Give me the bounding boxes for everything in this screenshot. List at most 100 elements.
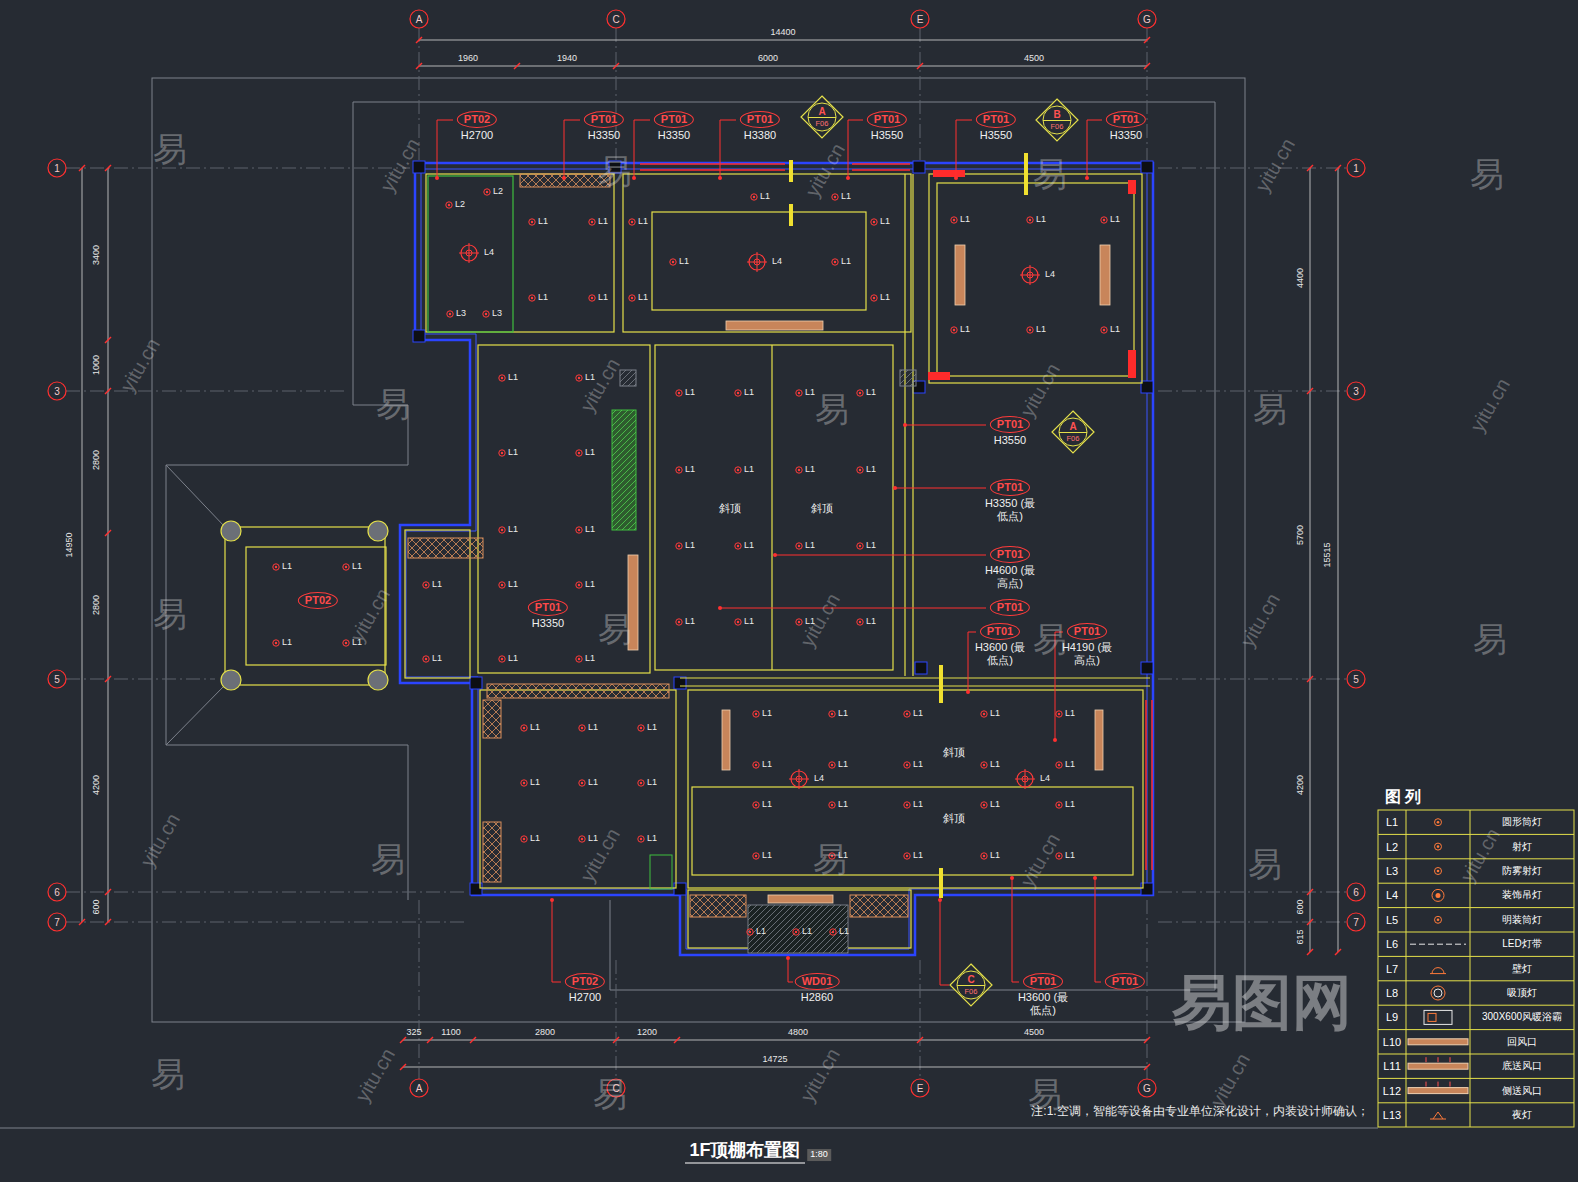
watermark: yitu.cn: [136, 809, 184, 870]
material-code: PT02: [298, 592, 338, 609]
downlight-symbol: [737, 545, 739, 547]
downlight-symbol: [796, 543, 802, 549]
downlight-symbol: [981, 802, 987, 808]
downlight-symbol: [859, 545, 861, 547]
watermark: yitu.cn: [796, 589, 844, 650]
downlight-symbol: [1103, 329, 1105, 331]
lamp-code: L1: [585, 525, 595, 535]
slope-note: 斜顶: [943, 746, 965, 758]
downlight-symbol: [640, 727, 642, 729]
slope-note: 斜顶: [719, 502, 741, 514]
dimension-tick: [105, 676, 111, 682]
leader-line: [1012, 878, 1019, 982]
axis-label: 1: [54, 163, 60, 174]
lamp-code: L1: [805, 388, 815, 398]
downlight-symbol: [857, 390, 863, 396]
watermark: 易: [593, 1076, 627, 1113]
ceiling-height: H3350: [588, 129, 620, 142]
ceiling-callout: PT01H4600 (最高点): [983, 546, 1037, 591]
axis-bubble: [48, 159, 66, 177]
watermark: 易: [153, 131, 187, 168]
dimension-tick: [1335, 949, 1341, 955]
downlight-symbol: [529, 295, 535, 301]
axis-bubble: [410, 10, 428, 28]
dimension: 600: [1296, 899, 1306, 914]
downlight-symbol: [578, 658, 580, 660]
axis-bubble: [607, 1079, 625, 1097]
lamp-code: L1: [638, 293, 648, 303]
material-code: PT02: [565, 973, 605, 990]
material-code: PT01: [990, 416, 1030, 433]
lamp-code: L1: [588, 723, 598, 733]
downlight-symbol: [273, 640, 279, 646]
leader-dot: [1085, 176, 1089, 180]
legend-row-line: [1378, 907, 1574, 908]
note: 注:1.空调，智能等设备由专业单位深化设计，内装设计师确认；: [1031, 1105, 1368, 1118]
lamp-code: L1: [805, 465, 815, 475]
downlight-symbol: [983, 764, 985, 766]
legend-code: L5: [1386, 914, 1398, 926]
dimension-ticks: [79, 37, 1341, 1070]
watermark: 易图网: [1172, 970, 1352, 1036]
downlight-symbol: [579, 780, 585, 786]
ceiling-callout: PT01H3380: [740, 111, 780, 142]
legend-code: L9: [1386, 1011, 1398, 1023]
dimension-tick: [1144, 63, 1150, 69]
lamp-code: L1: [838, 800, 848, 810]
ceiling-callout: PT01H3550: [990, 416, 1030, 447]
ceiling-callout: WD01H2860: [795, 973, 840, 1004]
downlight-symbol: [737, 469, 739, 471]
site-outline: [0, 78, 1378, 1128]
downlight-symbol: [1056, 802, 1062, 808]
dimension-tick: [613, 1037, 619, 1043]
downlight-symbol: [499, 527, 505, 533]
watermark: yitu.cn: [1236, 589, 1284, 650]
lamp-code: L1: [913, 760, 923, 770]
legend-code: L3: [1386, 865, 1398, 877]
legend-entry: 夜灯: [1512, 1108, 1532, 1122]
lamp-code: L1: [990, 760, 1000, 770]
legend-code: L8: [1386, 987, 1398, 999]
downlight-symbol: [499, 450, 505, 456]
downlight-symbol: [906, 713, 908, 715]
material-code: PT01: [1067, 623, 1107, 640]
porch-columns: [221, 521, 388, 690]
lamp-code: L1: [1065, 760, 1075, 770]
ceiling-callout: PT01H3350: [1106, 111, 1146, 142]
dimension-tick: [917, 63, 923, 69]
ceiling-height: H3350: [658, 129, 690, 142]
lamp-code: L4: [814, 774, 824, 784]
watermark: 易: [598, 611, 632, 648]
watermark: yitu.cn: [1466, 374, 1514, 435]
leader-dot: [435, 176, 439, 180]
dimension-tick: [105, 530, 111, 536]
legend-code: L10: [1383, 1036, 1401, 1048]
lamp-code: L1: [802, 927, 812, 937]
watermark: yitu.cn: [116, 334, 164, 395]
axis-label: E: [917, 1083, 924, 1094]
lamp-code: L1: [282, 562, 292, 572]
downlight-symbol: [521, 725, 527, 731]
legend-symbol: [1408, 1039, 1468, 1045]
dimension-tick: [105, 165, 111, 171]
lamp-code: L1: [432, 580, 442, 590]
dimension-tick: [1144, 37, 1150, 43]
legend-entry: 圆形筒灯: [1502, 815, 1542, 829]
material-code: PT01: [654, 111, 694, 128]
leader-dot: [562, 176, 566, 180]
legend-symbol: [1435, 868, 1442, 875]
downlight-symbol: [831, 804, 833, 806]
dimension-tick: [613, 63, 619, 69]
downlight-symbol: [737, 392, 739, 394]
watermark: 易: [371, 841, 405, 878]
ceiling-callout: PT02H2700: [457, 111, 497, 142]
axis-bubble: [1347, 883, 1365, 901]
lamp-code: L1: [760, 192, 770, 202]
leader-line: [634, 120, 650, 178]
downlight-symbol: [631, 221, 633, 223]
dimension-tick: [1307, 676, 1313, 682]
leader-dot: [1053, 738, 1057, 742]
downlight-symbol: [832, 931, 834, 933]
downlight-symbol: [345, 566, 347, 568]
axis-label: G: [1143, 1083, 1151, 1094]
